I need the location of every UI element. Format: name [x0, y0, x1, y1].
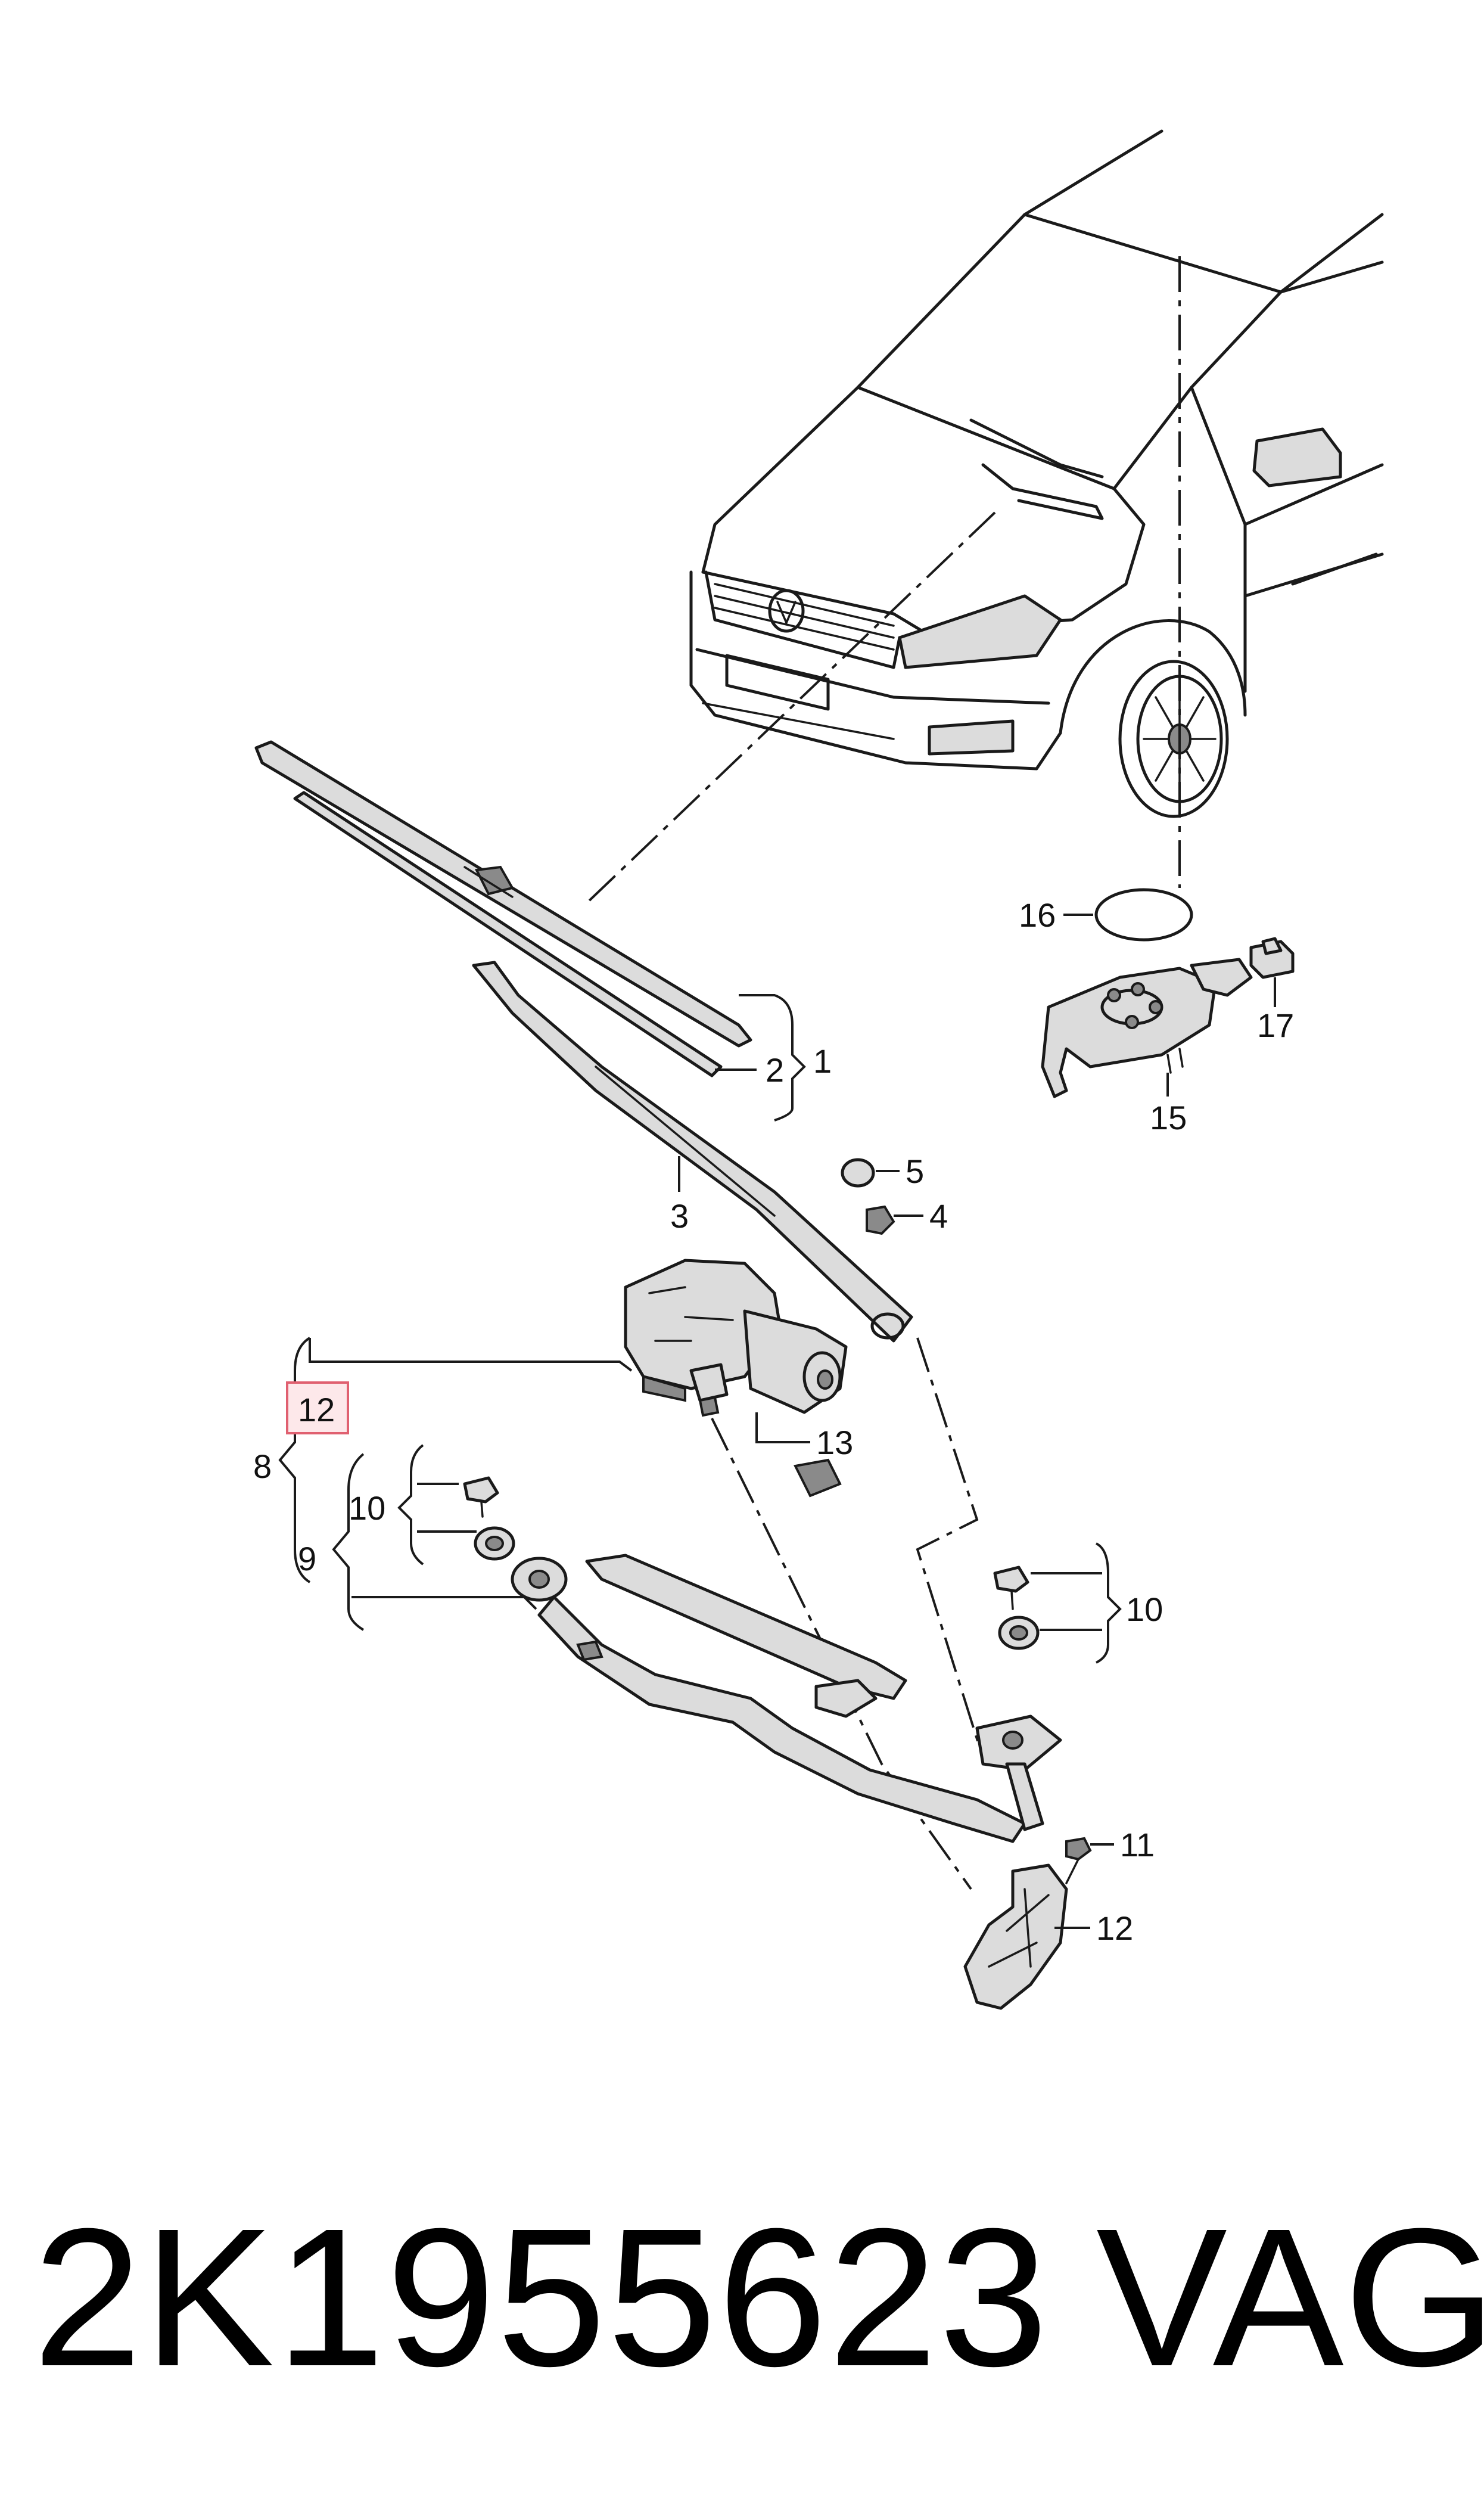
callout-10-right: 10 [1126, 1591, 1163, 1628]
callout-9: 9 [298, 1540, 316, 1577]
cap-part-5 [841, 1158, 875, 1188]
connector-part-17 [1249, 937, 1295, 979]
nut-part-11 [1065, 1837, 1092, 1861]
callout-8: 8 [253, 1448, 272, 1485]
brace-10-left [397, 1444, 424, 1566]
leader-9-linkage [351, 1596, 537, 1610]
callout-11: 11 [1120, 1826, 1155, 1863]
nut-part-4 [866, 1205, 895, 1235]
cover-part-13 [755, 1412, 842, 1498]
brace-1 [739, 994, 806, 1122]
wiper-blade-assembly [254, 740, 752, 1077]
brace-10-right [1095, 1542, 1122, 1664]
callout-13: 13 [816, 1424, 853, 1461]
grommet-part-10-left [474, 1526, 515, 1561]
callout-16: 16 [1019, 896, 1056, 934]
leader-12-motor [309, 1338, 633, 1372]
callout-2: 2 [766, 1051, 784, 1089]
wiper-motor [624, 1259, 972, 1890]
callout-10-left: 10 [349, 1489, 385, 1527]
callout-12: 12 [1096, 1909, 1133, 1947]
callout-3: 3 [670, 1197, 689, 1235]
wiper-linkage [511, 1554, 1062, 1843]
brace-9 [332, 1453, 365, 1631]
reference-line-arm-to-linkage [916, 1337, 984, 1759]
bolt-part-10-left [463, 1476, 499, 1518]
bracket-part-12 [963, 1858, 1079, 2010]
callout-highlight-box [286, 1381, 349, 1434]
callout-4: 4 [929, 1197, 948, 1235]
callout-15: 15 [1150, 1099, 1187, 1136]
callout-17: 17 [1257, 1007, 1294, 1044]
rain-sensor-part-15 [1041, 958, 1253, 1098]
wiper-arm [472, 961, 913, 1343]
bolt-part-10-right [993, 1566, 1029, 1610]
grommet-part-10-right [998, 1616, 1040, 1650]
callout-12-highlighted: 12 [298, 1391, 335, 1428]
callout-5: 5 [906, 1153, 924, 1190]
callout-1: 1 [813, 1042, 832, 1080]
part-number: 2K1955623 [33, 2187, 1050, 2407]
brace-8 [278, 1337, 311, 1583]
brand-label: VAG [1096, 2187, 1484, 2407]
gel-pad-part-16 [1094, 888, 1193, 942]
vehicle-illustration [689, 129, 1384, 888]
reference-line-car-to-blade [583, 511, 996, 907]
